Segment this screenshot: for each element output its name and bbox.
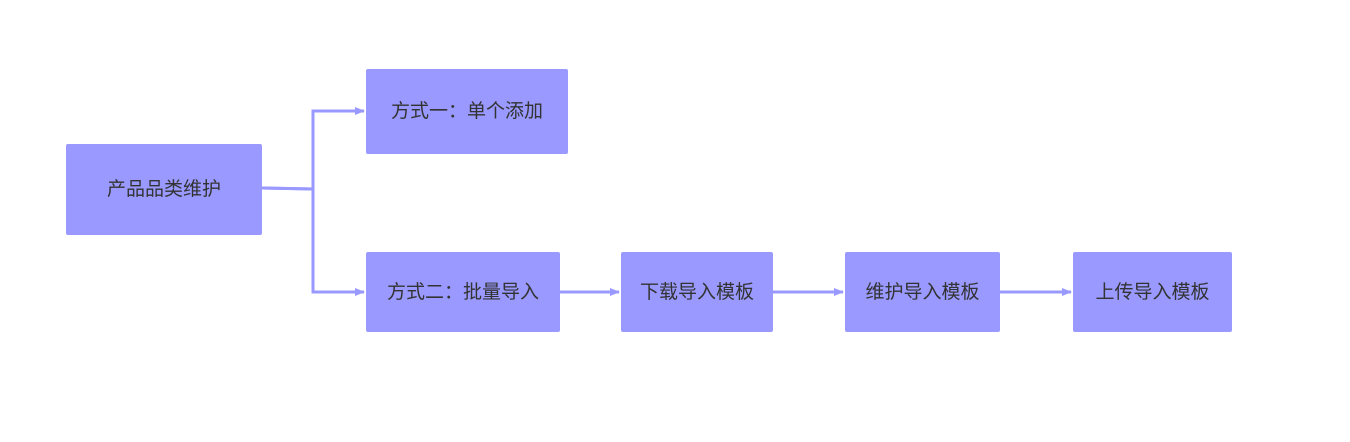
connector-root-to-batch [261,186,365,296]
node-label: 方式二：批量导入 [386,280,539,303]
node-label: 下载导入模板 [639,280,754,303]
connector-root-to-single [261,107,365,191]
node-maintain-template: 维护导入模板 [845,252,1000,332]
node-download-template: 下载导入模板 [621,252,773,332]
node-label: 产品品类维护 [106,178,221,200]
node-single-add: 方式一：单个添加 [366,69,568,154]
node-label: 方式一：单个添加 [390,100,543,122]
node-label: 上传导入模板 [1095,280,1210,303]
node-product-category-maintenance: 产品品类维护 [66,144,262,235]
node-label: 维护导入模板 [865,280,980,303]
node-batch-import: 方式二：批量导入 [366,252,560,332]
node-upload-template: 上传导入模板 [1073,252,1232,332]
